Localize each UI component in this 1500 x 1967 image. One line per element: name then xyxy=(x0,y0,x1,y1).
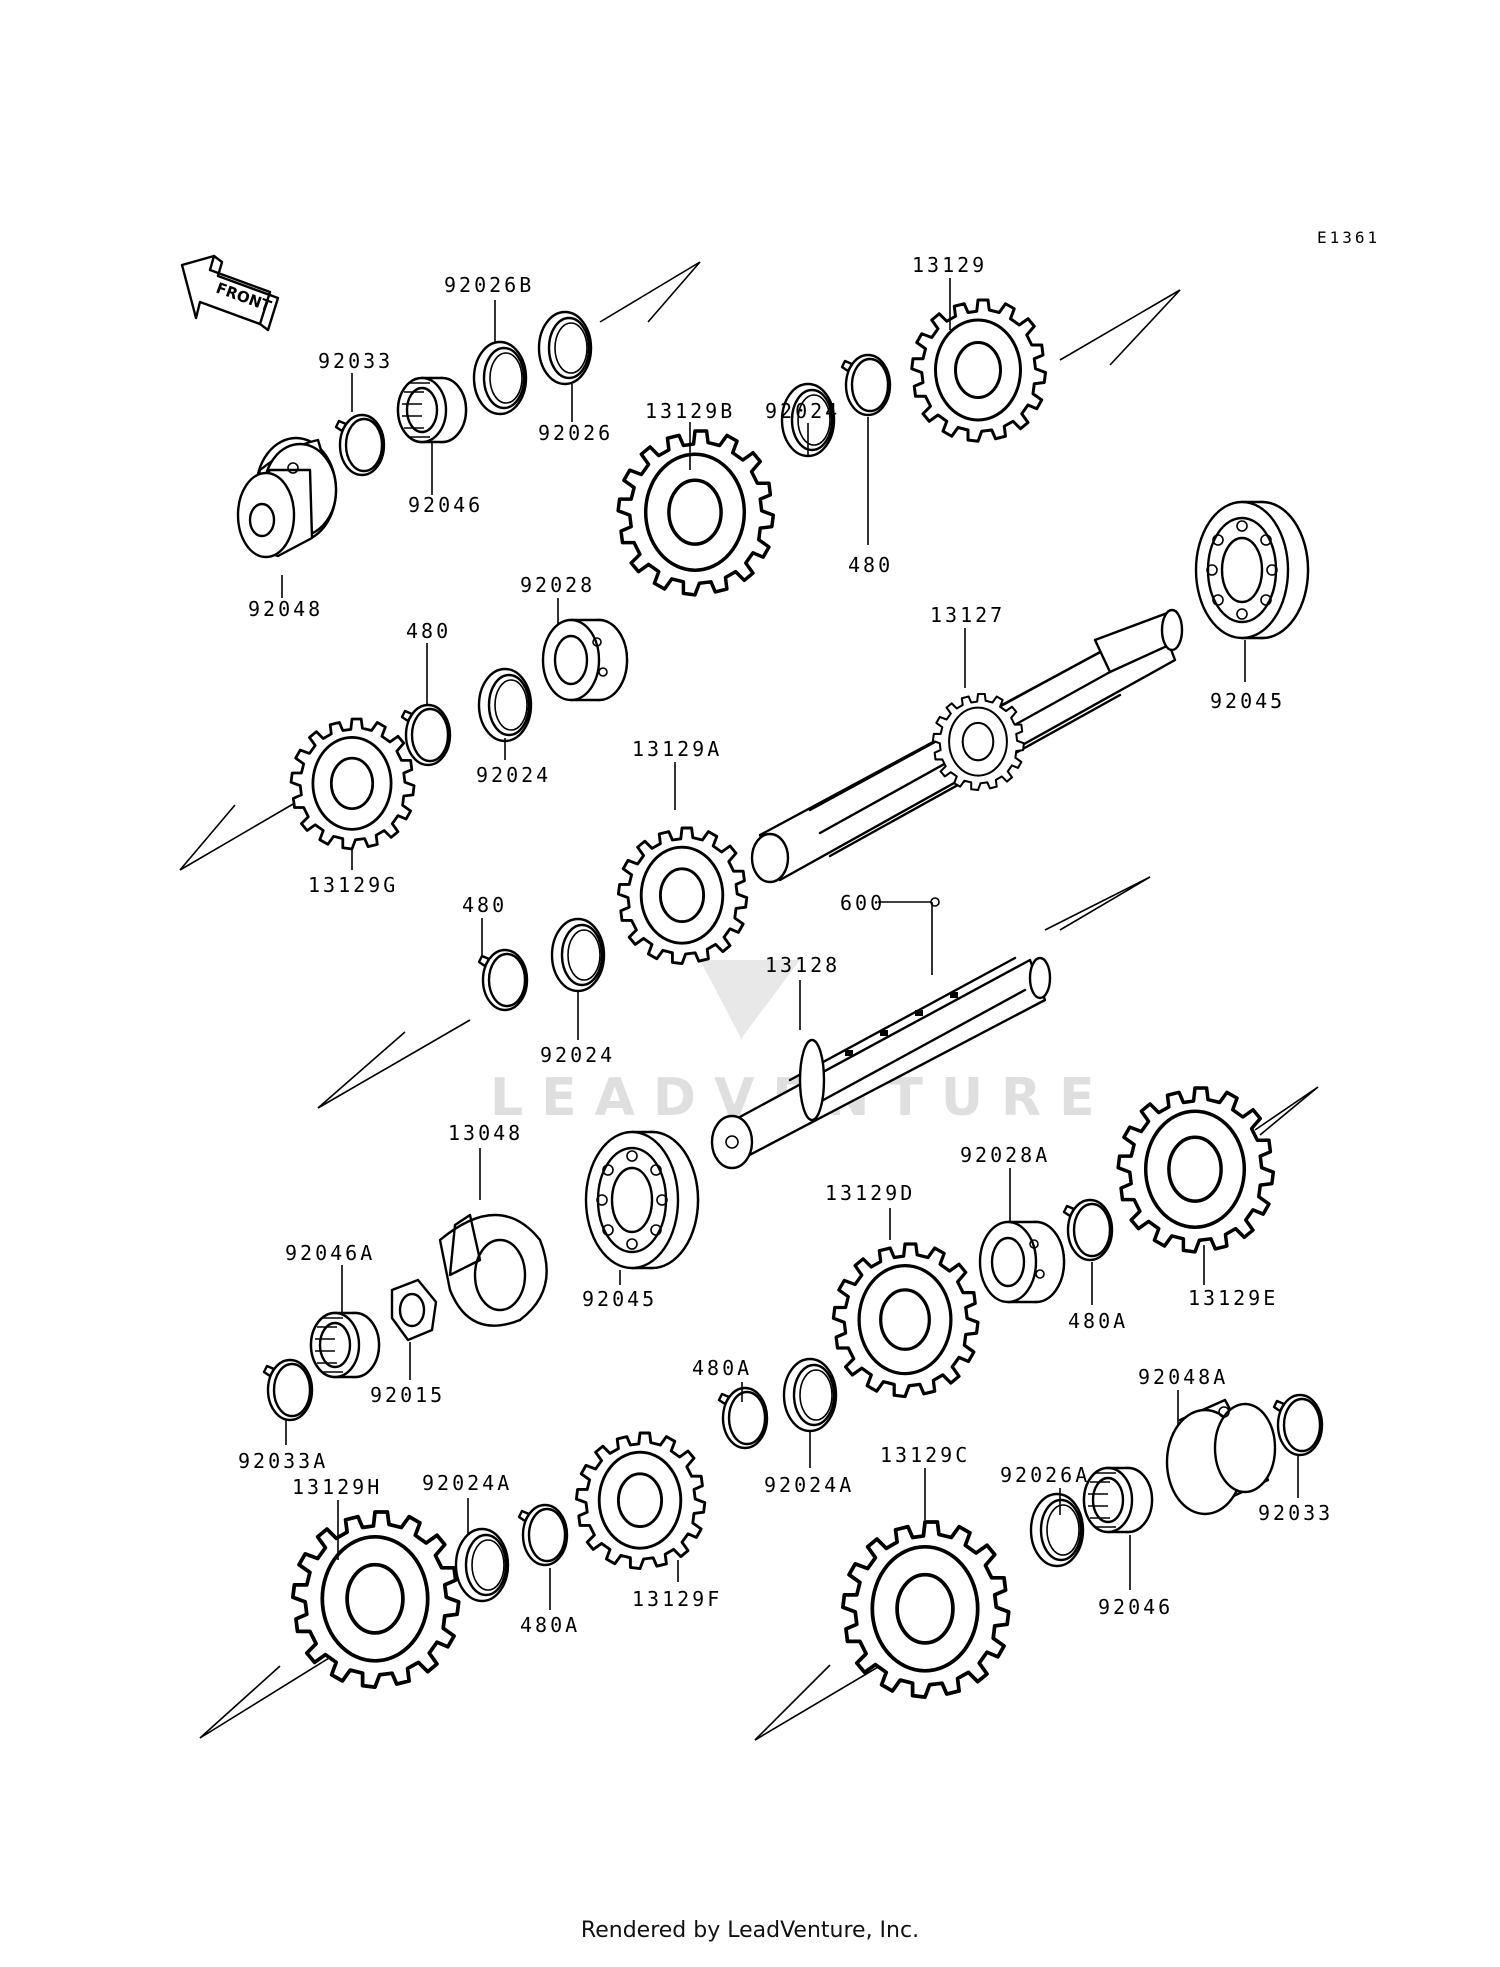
circlip-480A-right[interactable] xyxy=(1062,1198,1114,1262)
axis-lines xyxy=(179,261,1319,1741)
gear-13129H[interactable] xyxy=(290,1510,461,1690)
gear-13129[interactable] xyxy=(910,298,1047,443)
label-480A-center[interactable]: 480A xyxy=(692,1356,752,1380)
label-13129A[interactable]: 13129A xyxy=(632,737,722,761)
needle-bearing-92046-bottom[interactable] xyxy=(1082,1466,1154,1534)
circlip-480-low[interactable] xyxy=(477,948,529,1012)
label-92046A[interactable]: 92046A xyxy=(285,1241,375,1265)
circlip-92033[interactable] xyxy=(334,413,386,477)
circlip-480A-center[interactable] xyxy=(717,1386,769,1450)
label-480-low[interactable]: 480 xyxy=(462,893,507,917)
collar-92048[interactable] xyxy=(236,436,338,559)
label-92024-mid[interactable]: 92024 xyxy=(476,763,551,787)
label-480A-left[interactable]: 480A xyxy=(520,1613,580,1637)
part-labels: 92026B 92033 92026 92046 92048 13129 131… xyxy=(238,253,1333,1637)
label-480-top[interactable]: 480 xyxy=(848,553,893,577)
label-92028[interactable]: 92028 xyxy=(520,573,595,597)
label-92024A-center[interactable]: 92024A xyxy=(764,1473,854,1497)
label-92033[interactable]: 92033 xyxy=(318,349,393,373)
collar-92048A[interactable] xyxy=(1165,1398,1277,1516)
gear-13129G[interactable] xyxy=(289,717,416,851)
gear-13129A[interactable] xyxy=(616,826,749,966)
label-92033A[interactable]: 92033A xyxy=(238,1449,328,1473)
label-13128[interactable]: 13128 xyxy=(765,953,840,977)
dog-13048[interactable] xyxy=(438,1213,548,1327)
circlip-480-top[interactable] xyxy=(840,353,892,417)
bearing-92045-low[interactable] xyxy=(584,1130,700,1270)
gear-13129D[interactable] xyxy=(831,1242,980,1399)
circlip-480-mid[interactable] xyxy=(400,703,452,767)
gear-13129E[interactable] xyxy=(1116,1086,1276,1254)
front-arrow-icon: FRONT xyxy=(180,254,280,332)
washer-92026A[interactable] xyxy=(1029,1492,1085,1568)
label-13129[interactable]: 13129 xyxy=(912,253,987,277)
label-92045-top[interactable]: 92045 xyxy=(1210,689,1285,713)
label-92026B[interactable]: 92026B xyxy=(444,273,534,297)
washer-92026[interactable] xyxy=(537,310,593,386)
washer-92024-mid[interactable] xyxy=(477,667,533,743)
label-92046-bottom[interactable]: 92046 xyxy=(1098,1595,1173,1619)
label-92024A-left[interactable]: 92024A xyxy=(422,1471,512,1495)
washer-92024-low[interactable] xyxy=(550,917,606,993)
circlip-480A-left[interactable] xyxy=(517,1503,569,1567)
label-480-mid[interactable]: 480 xyxy=(406,619,451,643)
gear-13129C[interactable] xyxy=(840,1520,1011,1700)
nut-92015[interactable] xyxy=(390,1278,438,1342)
label-13048[interactable]: 13048 xyxy=(448,1121,523,1145)
bushing-92028[interactable] xyxy=(541,618,629,702)
label-13129G[interactable]: 13129G xyxy=(308,873,398,897)
footer-credit: Rendered by LeadVenture, Inc. xyxy=(580,1918,920,1943)
washer-92024A-center[interactable] xyxy=(782,1357,838,1433)
label-92048[interactable]: 92048 xyxy=(248,597,323,621)
label-92024-low[interactable]: 92024 xyxy=(540,1043,615,1067)
label-92048A[interactable]: 92048A xyxy=(1138,1365,1228,1389)
label-13129E[interactable]: 13129E xyxy=(1188,1286,1278,1310)
label-13129C[interactable]: 13129C xyxy=(880,1443,970,1467)
gear-13129B[interactable] xyxy=(616,429,776,597)
needle-bearing-92046A[interactable] xyxy=(309,1311,381,1379)
label-92033-right[interactable]: 92033 xyxy=(1258,1501,1333,1525)
bushing-92028A[interactable] xyxy=(978,1220,1066,1304)
label-92045-low[interactable]: 92045 xyxy=(582,1287,657,1311)
label-92026A[interactable]: 92026A xyxy=(1000,1463,1090,1487)
label-600[interactable]: 600 xyxy=(840,891,885,915)
label-92028A[interactable]: 92028A xyxy=(960,1143,1050,1167)
washer-92024A-left[interactable] xyxy=(454,1527,510,1603)
label-13129F[interactable]: 13129F xyxy=(632,1587,722,1611)
needle-bearing-92046[interactable] xyxy=(396,376,468,444)
bearing-92045-top[interactable] xyxy=(1194,500,1310,640)
label-92015[interactable]: 92015 xyxy=(370,1383,445,1407)
label-13127[interactable]: 13127 xyxy=(930,603,1005,627)
circlip-92033-right[interactable] xyxy=(1272,1393,1324,1457)
gear-13129F[interactable] xyxy=(574,1431,707,1571)
shaft-13127[interactable] xyxy=(750,608,1184,884)
label-92024-top[interactable]: 92024 xyxy=(765,399,840,423)
label-13129D[interactable]: 13129D xyxy=(825,1181,915,1205)
circlip-92033A[interactable] xyxy=(262,1358,314,1422)
label-13129B[interactable]: 13129B xyxy=(645,399,735,423)
leader-lines xyxy=(281,278,1299,1610)
washer-92026B[interactable] xyxy=(472,340,528,416)
label-92026[interactable]: 92026 xyxy=(538,421,613,445)
shaft-13128[interactable] xyxy=(710,956,1052,1170)
label-13129H[interactable]: 13129H xyxy=(292,1475,382,1499)
reference-code: E1361 xyxy=(1317,228,1380,247)
label-480A-right[interactable]: 480A xyxy=(1068,1309,1128,1333)
label-92046[interactable]: 92046 xyxy=(408,493,483,517)
